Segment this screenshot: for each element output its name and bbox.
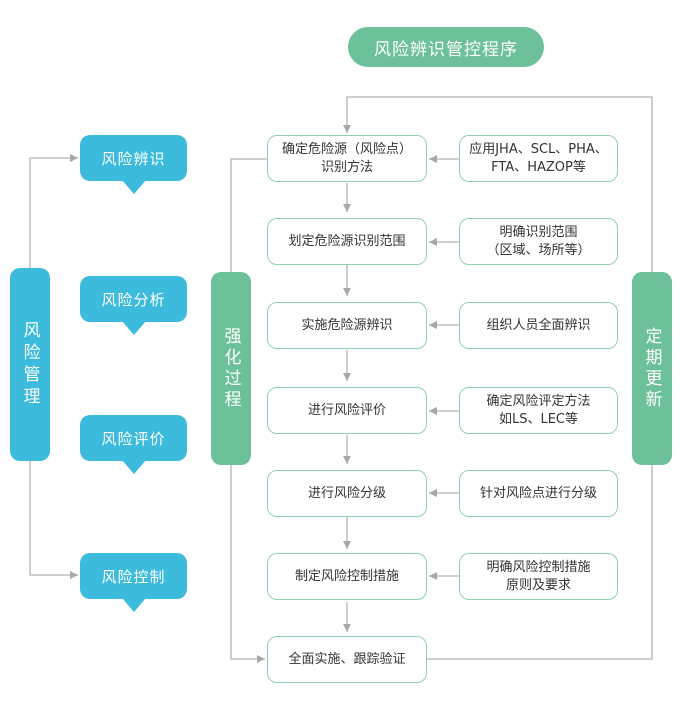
bubble-risk-analysis: 风险分析 xyxy=(80,276,187,335)
note-scope: 明确识别范围 （区域、场所等） xyxy=(459,218,618,265)
step-determine-method: 确定危险源（风险点） 识别方法 xyxy=(267,135,427,182)
note-methods: 应用JHA、SCL、PHA、 FTA、HAZOP等 xyxy=(459,135,618,182)
note-evaluation-method: 确定风险评定方法 如LS、LEC等 xyxy=(459,387,618,434)
note-personnel: 组织人员全面辨识 xyxy=(459,302,618,349)
risk-management-label: 风险管理 xyxy=(10,268,50,461)
bubble-risk-identification: 风险辨识 xyxy=(80,135,187,194)
step-implement-identification: 实施危险源辨识 xyxy=(267,302,427,349)
note-control-principles: 明确风险控制措施 原则及要求 xyxy=(459,553,618,600)
step-risk-evaluation: 进行风险评价 xyxy=(267,387,427,434)
arrow-to-control xyxy=(29,461,78,579)
step-control-measures: 制定风险控制措施 xyxy=(267,553,427,600)
bubble-risk-evaluation: 风险评价 xyxy=(80,415,187,474)
step-define-scope: 划定危险源识别范围 xyxy=(267,218,427,265)
strengthen-process-label: 强化过程 xyxy=(211,272,251,465)
step-implement-verify: 全面实施、跟踪验证 xyxy=(267,636,427,683)
bubble-risk-control: 风险控制 xyxy=(80,553,187,612)
note-grading: 针对风险点进行分级 xyxy=(459,470,618,517)
step-risk-grading: 进行风险分级 xyxy=(267,470,427,517)
periodic-update-label: 定期更新 xyxy=(632,272,672,465)
arrow-to-identify xyxy=(29,154,78,268)
diagram-title: 风险辨识管控程序 xyxy=(348,27,544,67)
